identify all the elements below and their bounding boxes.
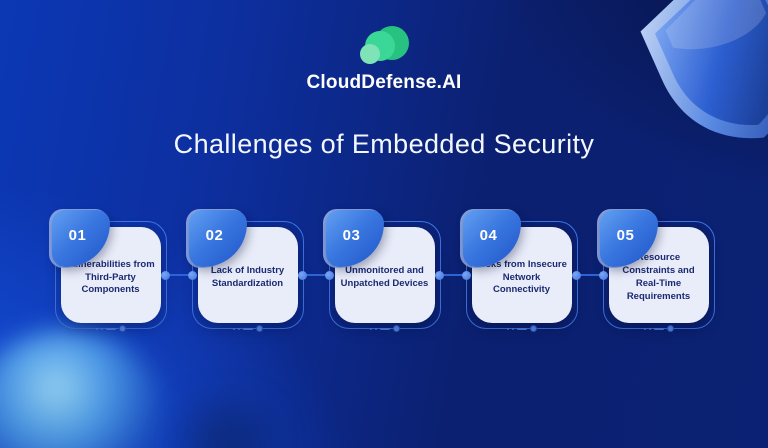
challenge-card: Risks from Insecure Network Connectivity… bbox=[459, 209, 608, 332]
card-number: 05 bbox=[616, 227, 635, 244]
card-number: 03 bbox=[342, 227, 361, 244]
logo: CloudDefense.AI bbox=[0, 22, 768, 94]
challenge-card: Vulnerabilities from Third-Party Compone… bbox=[48, 209, 197, 332]
connector-dot bbox=[434, 270, 444, 280]
outline-dashes bbox=[232, 325, 263, 332]
connector-line bbox=[434, 270, 471, 280]
connector-dot bbox=[160, 270, 170, 280]
connector-dot bbox=[187, 270, 197, 280]
challenge-card: Resource Constraints and Real-Time Requi… bbox=[596, 209, 717, 332]
card-label: Vulnerabilities from Third-Party Compone… bbox=[66, 258, 155, 296]
outline-dashes bbox=[369, 325, 400, 332]
connector-dot bbox=[571, 270, 581, 280]
challenge-card: Unmonitored and Unpatched Devices 03 bbox=[322, 209, 471, 332]
connector-line bbox=[160, 270, 197, 280]
card-number-badge: 01 bbox=[51, 210, 110, 267]
blurred-shadow-blob-2 bbox=[150, 393, 300, 448]
connector-line bbox=[297, 270, 334, 280]
connector-dot bbox=[324, 270, 334, 280]
card-number: 01 bbox=[68, 227, 87, 244]
card-number: 04 bbox=[479, 227, 498, 244]
connector-dot bbox=[461, 270, 471, 280]
cloud-icon bbox=[360, 26, 409, 64]
card-label: Risks from Insecure Network Connectivity bbox=[476, 258, 567, 296]
card-label: Unmonitored and Unpatched Devices bbox=[340, 265, 429, 289]
card-label: Resource Constraints and Real-Time Requi… bbox=[622, 252, 695, 302]
cards-row: Vulnerabilities from Third-Party Compone… bbox=[0, 209, 768, 332]
card-label: Lack of Industry Standardization bbox=[210, 265, 285, 289]
connector-line bbox=[571, 270, 608, 280]
blurred-shield-glow bbox=[0, 330, 166, 448]
outline-dashes bbox=[95, 325, 126, 332]
challenge-card: Lack of Industry Standardization 02 bbox=[185, 209, 334, 332]
outline-dashes bbox=[506, 325, 537, 332]
connector-dot bbox=[598, 270, 608, 280]
card-number: 02 bbox=[205, 227, 224, 244]
shield-3d-icon bbox=[640, 0, 768, 139]
page-title: Challenges of Embedded Security bbox=[173, 129, 595, 159]
blurred-shadow-blob bbox=[0, 373, 170, 448]
connector-dot bbox=[297, 270, 307, 280]
logo-text: CloudDefense.AI bbox=[306, 72, 462, 93]
outline-dashes bbox=[643, 325, 674, 332]
